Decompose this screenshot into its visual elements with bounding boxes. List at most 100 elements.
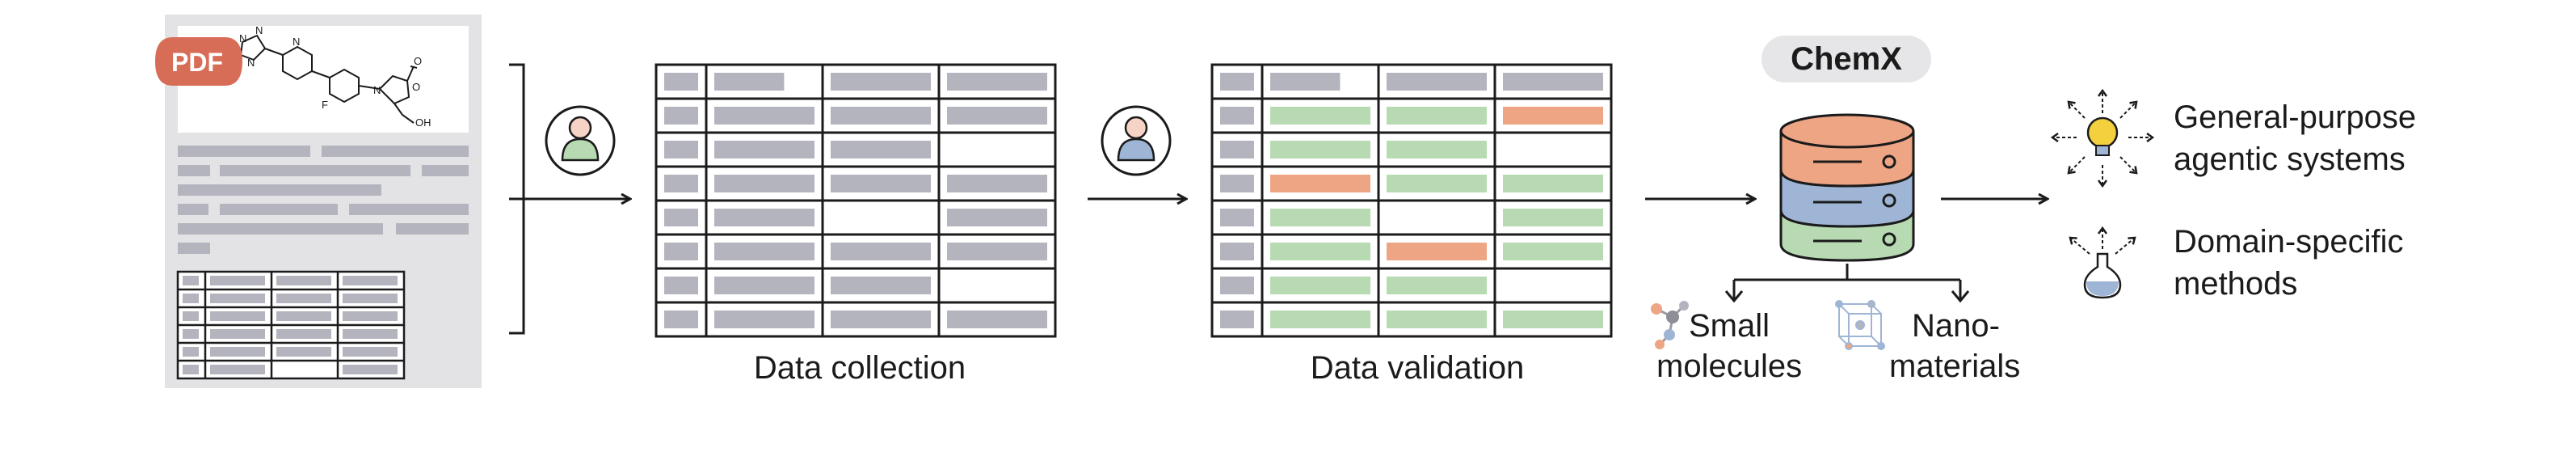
table-cell bbox=[947, 311, 1047, 328]
avatar-head bbox=[1124, 116, 1148, 140]
pdf-table-cell bbox=[183, 347, 199, 357]
pdf-table-cell bbox=[210, 311, 265, 321]
table-cell bbox=[831, 141, 931, 158]
table-cell bbox=[1387, 73, 1487, 91]
table-cell bbox=[947, 175, 1047, 192]
table-cell bbox=[1270, 209, 1370, 226]
nanomaterials-line1: Nano- bbox=[1912, 308, 2000, 344]
avatar-body bbox=[1117, 137, 1155, 162]
table-cell bbox=[1503, 175, 1603, 192]
table-cell bbox=[1270, 243, 1370, 260]
output-domain-line1: Domain-specific bbox=[2174, 224, 2404, 260]
text-line bbox=[178, 184, 381, 196]
database-light bbox=[1882, 154, 1896, 169]
text-line bbox=[178, 243, 210, 254]
table-cell bbox=[664, 73, 698, 91]
table-cell bbox=[714, 107, 814, 125]
table-cell bbox=[714, 209, 814, 226]
data-validation-label: Data validation bbox=[1311, 350, 1525, 386]
table-cell bbox=[947, 73, 1047, 91]
table-cell bbox=[714, 311, 814, 328]
annotator-avatar-validation bbox=[1101, 105, 1172, 176]
table-cell bbox=[831, 107, 931, 125]
table-cell bbox=[1387, 311, 1487, 328]
pdf-table-cell bbox=[276, 276, 331, 285]
table-cell bbox=[714, 243, 814, 260]
table-cell bbox=[1270, 141, 1370, 158]
table-cell bbox=[1503, 73, 1603, 91]
atom-label: F bbox=[322, 99, 328, 111]
molecule-atom-labels: N N N N F N O O OH bbox=[239, 24, 431, 129]
table-cell bbox=[831, 277, 931, 294]
text-line bbox=[220, 204, 338, 215]
pdf-table-cell bbox=[343, 347, 398, 357]
table-cell bbox=[1220, 175, 1254, 192]
output-domain-line2: methods bbox=[2174, 266, 2297, 302]
pdf-badge-shape bbox=[155, 37, 242, 86]
small-molecules-line2: molecules bbox=[1656, 349, 1802, 384]
table-cell bbox=[1270, 277, 1370, 294]
table-cell bbox=[664, 209, 698, 226]
table-cell bbox=[664, 141, 698, 158]
input-bracket bbox=[509, 63, 630, 335]
table-cell bbox=[1220, 311, 1254, 328]
split-line bbox=[1732, 264, 1962, 299]
table-cell bbox=[714, 175, 814, 192]
table-cell bbox=[664, 277, 698, 294]
table-cell bbox=[1220, 107, 1254, 125]
data-validation-table bbox=[1210, 63, 1613, 338]
text-line bbox=[220, 165, 410, 176]
table-cell bbox=[1387, 277, 1487, 294]
output-general-line2: agentic systems bbox=[2174, 142, 2406, 177]
pdf-table-cell bbox=[343, 365, 398, 374]
table-cell bbox=[664, 311, 698, 328]
table-cell bbox=[1270, 107, 1370, 125]
text-line bbox=[178, 165, 210, 176]
text-line bbox=[396, 223, 469, 234]
chemx-pill bbox=[1762, 36, 1931, 82]
pdf-table-cell bbox=[276, 311, 331, 321]
avatar-head bbox=[568, 116, 592, 140]
pdf-table-cell bbox=[276, 347, 331, 357]
split-arrowhead bbox=[1724, 290, 1744, 303]
pdf-table-cell bbox=[343, 294, 398, 303]
avatar-body bbox=[561, 137, 600, 162]
database-icon bbox=[1779, 113, 1915, 262]
text-line bbox=[422, 165, 469, 176]
atom-label: N bbox=[247, 57, 255, 69]
table-cell bbox=[1220, 141, 1254, 158]
table-cell bbox=[1387, 175, 1487, 192]
pdf-table-cell bbox=[343, 276, 398, 285]
atom-label: N bbox=[255, 24, 263, 36]
small-molecule-icon bbox=[1651, 301, 1689, 349]
table-cell bbox=[1503, 209, 1603, 226]
pdf-table-cell bbox=[210, 329, 265, 339]
chemx-badge: ChemX bbox=[1762, 36, 1931, 82]
pdf-table-cell bbox=[183, 365, 199, 374]
table-cell bbox=[1220, 73, 1254, 91]
table-cell bbox=[714, 277, 814, 294]
atom-label: N bbox=[239, 32, 246, 44]
molecule-structure bbox=[239, 34, 418, 124]
pdf-table-cell bbox=[210, 294, 265, 303]
data-collection-label: Data collection bbox=[754, 350, 966, 386]
pdf-table-cell bbox=[210, 276, 265, 285]
table-cell bbox=[1503, 107, 1603, 125]
table-cell bbox=[1270, 311, 1370, 328]
atom-label: O bbox=[412, 81, 420, 93]
lightbulb-icon bbox=[2050, 88, 2155, 188]
table-cell bbox=[714, 141, 814, 158]
table-cell bbox=[831, 73, 931, 91]
table-cell bbox=[831, 243, 931, 260]
flask-icon bbox=[2069, 226, 2136, 299]
text-line bbox=[178, 204, 208, 215]
small-molecules-line1: Small bbox=[1689, 308, 1770, 344]
database-light bbox=[1882, 193, 1896, 208]
table-cell bbox=[1387, 243, 1487, 260]
table-cell bbox=[1503, 243, 1603, 260]
pdf-text-lines bbox=[178, 146, 469, 254]
atom-label: N bbox=[293, 36, 300, 48]
pdf-table-cell bbox=[183, 276, 199, 285]
pdf-table-cell bbox=[276, 329, 331, 339]
